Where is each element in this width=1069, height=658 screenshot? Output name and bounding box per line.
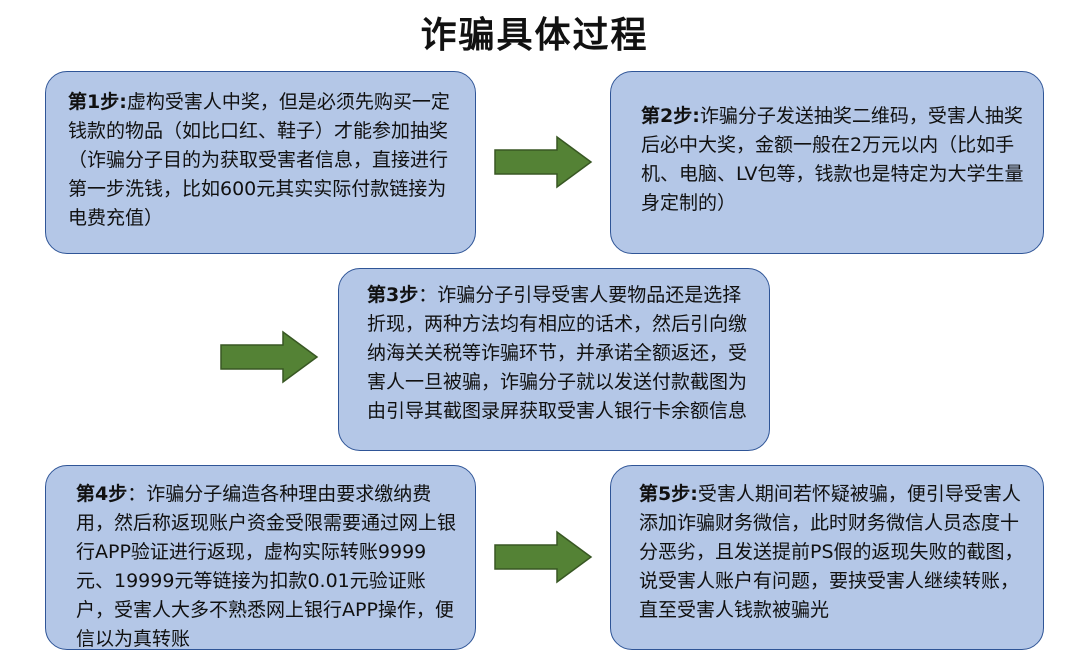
step-1-label: 第1步: [68,91,127,113]
step-3-label: 第3步 [367,284,419,306]
arrow-right-icon [220,330,319,384]
step-5-label: 第5步: [639,483,698,505]
arrow-right-icon [494,135,593,189]
page-title: 诈骗具体过程 [420,14,649,56]
arrow-right-icon [494,530,593,584]
step-5-text: 受害人期间若怀疑被骗，便引导受害人添加诈骗财务微信，此时财务微信人员态度十分恶劣… [639,483,1024,621]
step-2-text: 诈骗分子发送抽奖二维码，受害人抽奖后必中大奖，金额一般在2万元以内（比如手机、电… [641,105,1024,214]
step-2-box: 第2步:诈骗分子发送抽奖二维码，受害人抽奖后必中大奖，金额一般在2万元以内（比如… [610,71,1044,254]
step-2-label: 第2步: [641,105,700,127]
step-1-text: 虚构受害人中奖，但是必须先购买一定钱款的物品（如比口红、鞋子）才能参加抽奖（诈骗… [68,91,450,229]
step-3-box: 第3步：诈骗分子引导受害人要物品还是选择折现，两种方法均有相应的话术，然后引向缴… [338,268,770,451]
step-5-box: 第5步:受害人期间若怀疑被骗，便引导受害人添加诈骗财务微信，此时财务微信人员态度… [610,465,1044,650]
step-4-box: 第4步：诈骗分子编造各种理由要求缴纳费用，然后称返现账户资金受限需要通过网上银行… [45,465,476,650]
step-4-text: ：诈骗分子编造各种理由要求缴纳费用，然后称返现账户资金受限需要通过网上银行APP… [76,483,457,650]
step-4-label: 第4步 [76,483,128,505]
step-1-box: 第1步:虚构受害人中奖，但是必须先购买一定钱款的物品（如比口红、鞋子）才能参加抽… [45,71,476,254]
step-3-text: ：诈骗分子引导受害人要物品还是选择折现，两种方法均有相应的话术，然后引向缴纳海关… [367,284,748,422]
